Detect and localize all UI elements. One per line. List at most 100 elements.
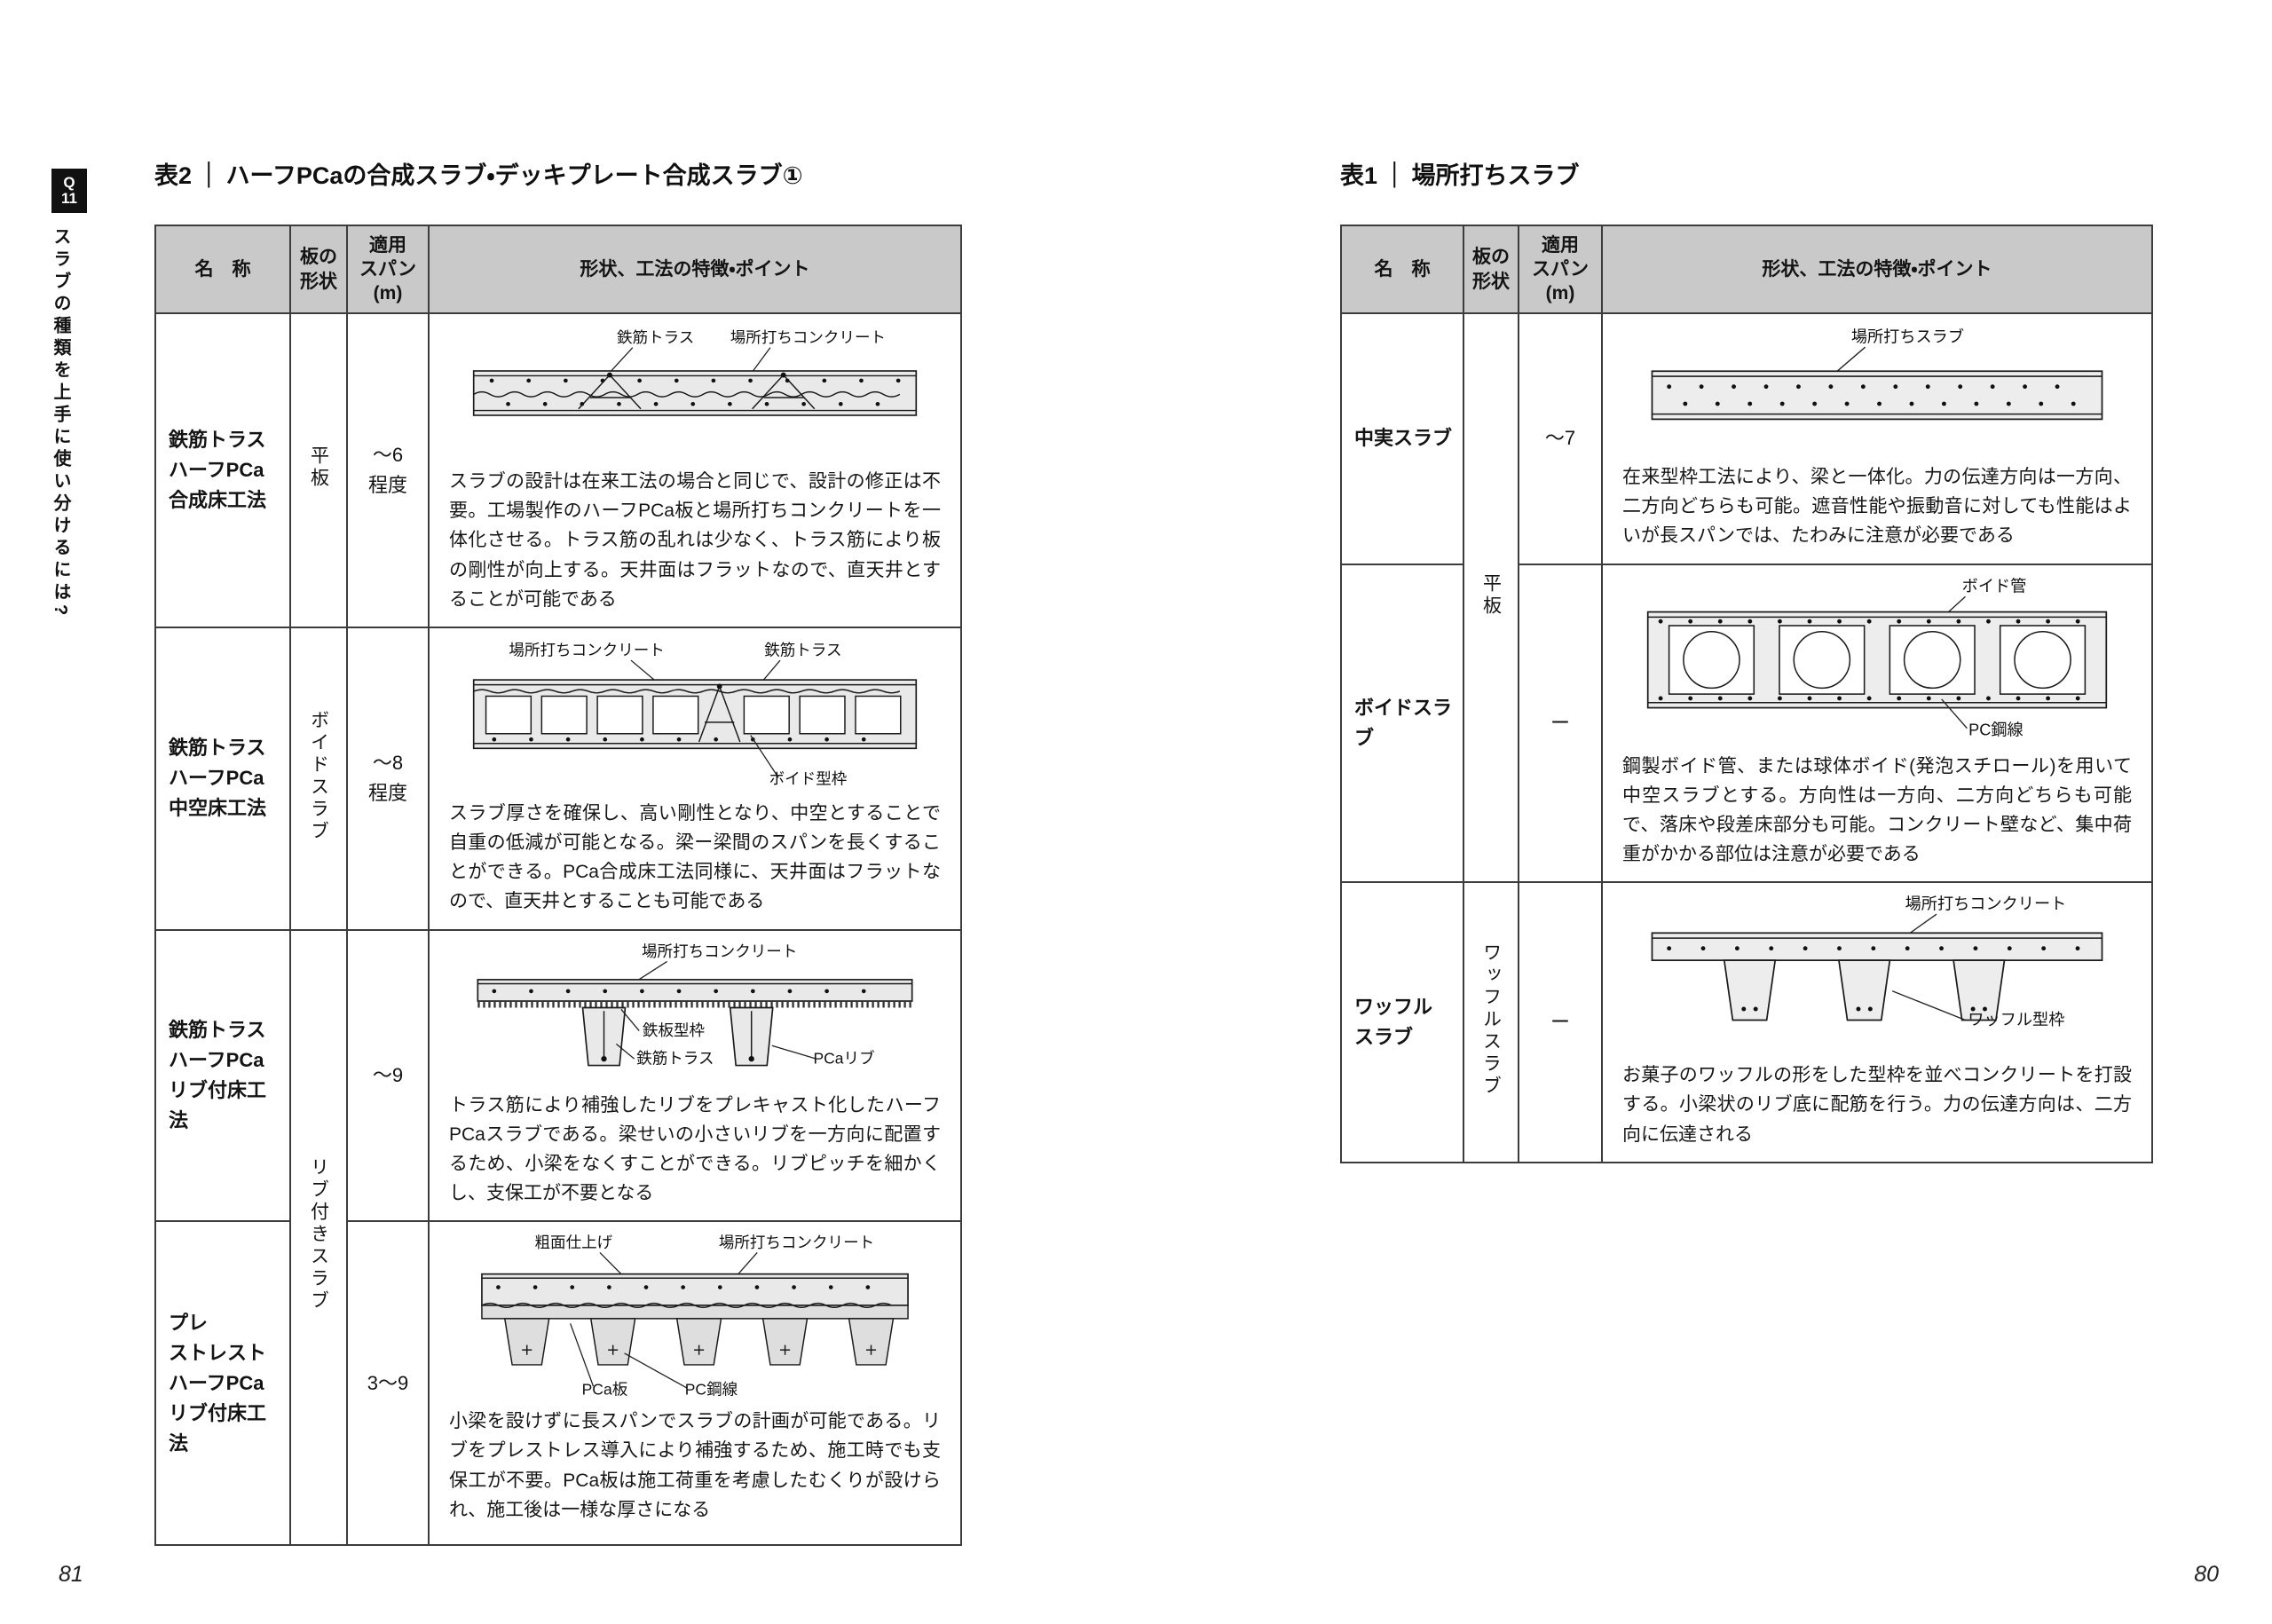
label-steel-truss: 鉄筋トラス (764, 641, 841, 658)
board-shape-cell: ワッフルスラブ (1463, 881, 1519, 1163)
right-table: 名 称 板の 形状 適用 スパン (m) 形状、工法の特徴・ポイント 中実スラブ… (1340, 225, 2153, 1163)
table-row: 鉄筋トラス ハーフPCa リブ付床工法 リブ付きスラブ 〜9 (154, 928, 962, 1547)
header-span: 適用 スパン (m) (346, 225, 430, 314)
features-text: スラブの設計は在来工法の場合と同じで、設計の修正は不要。工場製作のハーフPCa板… (449, 471, 941, 610)
span-value: 〜6 程度 (346, 312, 430, 628)
label-cast-slab: 場所打ちスラブ (1851, 327, 1964, 345)
label-void-tube: ボイド管 (1962, 578, 2027, 595)
table-header-row: 名 称 板の 形状 適用 スパン (m) 形状、工法の特徴・ポイント (154, 225, 962, 314)
question-badge-number: 11 (61, 190, 77, 207)
features-cell: ボイド管 PC鋼線 鋼製ボイド管、または球体ボイド(発泡スチロール)を用いて中空… (1601, 563, 2153, 884)
method-name: プレ ストレスト ハーフPCa リブ付床工法 (154, 1220, 291, 1547)
void-slab-diagram: 場所打ちコンクリート 鉄筋トラス ボイド型枠 (449, 641, 941, 792)
board-shape-cell: ボイドスラブ (289, 626, 348, 931)
header-features: 形状、工法の特徴・ポイント (1601, 225, 2153, 314)
board-shape-cell: 平板 (1463, 311, 1519, 884)
slab-section-drawing: 場所打ちコンクリート ワッフル型枠 (1651, 895, 2103, 1029)
features-cell: 場所打ちコンクリート 鉄板型枠 鉄筋トラス PCaリブ トラス筋により補強したリ… (428, 928, 962, 1223)
sidebar-vertical-title: スラブの種類を上手に使い分けるには? (51, 227, 70, 620)
header-shape: 板の 形状 (289, 225, 348, 314)
left-table-title: 表2 | ハーフPCaの合成スラブ・デッキプレート合成スラブ① (154, 156, 960, 191)
span-value: ー (1518, 563, 1603, 884)
method-name: ボイドスラブ (1340, 563, 1464, 884)
board-shape-text: リブ付きスラブ (308, 1157, 329, 1313)
table-title-divider: | (206, 157, 212, 189)
question-badge: Q 11 (51, 169, 87, 213)
label-cast-concrete: 場所打ちコンクリート (719, 1234, 874, 1251)
truss-composite-slab-diagram: 鉄筋トラス 場所打ちコンクリート (449, 327, 941, 460)
label-waffle-form: ワッフル型枠 (1968, 1011, 2064, 1029)
solid-slab-diagram: 場所打ちスラブ (1622, 327, 2132, 455)
method-name: 中実スラブ (1340, 312, 1464, 565)
label-steel-truss: 鉄筋トラス (617, 328, 694, 346)
features-cell: 鉄筋トラス 場所打ちコンクリート スラブの設計は在来工法の場合と同じで、設計の修… (428, 312, 962, 628)
features-text: スラブ厚さを確保し、高い剛性となり、中空とすることで自重の低減が可能となる。梁ー… (449, 802, 941, 912)
slab-section-drawing: 鉄筋トラス 場所打ちコンクリート (472, 328, 918, 416)
board-shape-text: 平板 (308, 445, 329, 491)
table-row: ワッフル スラブ ワッフルスラブ ー (1340, 881, 2153, 1163)
features-text: お菓子のワッフルの形をした型枠を並べコンクリートを打設する。小梁状のリブ底に配筋… (1622, 1065, 2132, 1145)
header-shape: 板の 形状 (1463, 225, 1519, 314)
features-text: 在来型枠工法により、梁と一体化。力の伝達方向は一方向、二方向どちらも可能。遮音性… (1622, 467, 2132, 547)
table-label: 表2 (154, 162, 193, 189)
right-table-section: 表1 | 場所打ちスラブ 名 称 板の 形状 適用 スパン (m) 形状、工法の… (1340, 156, 2153, 1163)
span-value: 〜7 (1518, 312, 1603, 565)
table-label: 表1 (1340, 162, 1378, 189)
label-cast-concrete: 場所打ちコンクリート (730, 328, 886, 346)
method-name: 鉄筋トラス ハーフPCa 中空床工法 (154, 626, 291, 931)
ribbed-slab-diagram: 場所打ちコンクリート 鉄板型枠 鉄筋トラス PCaリブ (449, 943, 941, 1084)
method-name: 鉄筋トラス ハーフPCa 合成床工法 (154, 312, 291, 628)
header-name: 名 称 (1340, 225, 1464, 314)
features-cell: 場所打ちコンクリート 鉄筋トラス ボイド型枠 スラブ厚さを確保し、高い剛性となり… (428, 626, 962, 931)
board-shape-cell: リブ付きスラブ (289, 928, 348, 1547)
method-name: 鉄筋トラス ハーフPCa リブ付床工法 (154, 928, 291, 1223)
header-span: 適用 スパン (m) (1518, 225, 1603, 314)
table-row: 鉄筋トラス ハーフPCa 合成床工法 平板 〜6 程度 (154, 312, 962, 628)
prestressed-rib-slab-diagram: 粗面仕上げ 場所打ちコンクリート PCa板 PC鋼線 (449, 1234, 941, 1399)
features-cell: 場所打ちコンクリート ワッフル型枠 お菓子のワッフルの形をした型枠を並べコンクリ… (1601, 881, 2153, 1163)
table-row: 中実スラブ 平板 〜7 場所打ちスラブ (1340, 311, 2153, 884)
slab-section-drawing: 粗面仕上げ 場所打ちコンクリート PCa板 PC鋼線 (481, 1234, 909, 1399)
right-table-title: 表1 | 場所打ちスラブ (1340, 156, 2151, 191)
board-shape-text: ワッフルスラブ (1480, 942, 1502, 1098)
table-row: プレ ストレスト ハーフPCa リブ付床工法 3〜9 (154, 1220, 962, 1547)
board-shape-text: ボイドスラブ (308, 709, 329, 843)
slab-section-drawing: 場所打ちスラブ (1651, 327, 2103, 421)
label-steel-deck-form: 鉄板型枠 (643, 1021, 705, 1039)
void-tube-slab-diagram: ボイド管 PC鋼線 (1622, 578, 2132, 745)
table-row: 鉄筋トラス ハーフPCa 中空床工法 ボイドスラブ 〜8 程度 (154, 626, 962, 931)
features-text: 小梁を設けずに長スパンでスラブの計画が可能である。リブをプレストレス導入により補… (449, 1411, 941, 1520)
waffle-slab-diagram: 場所打ちコンクリート ワッフル型枠 (1622, 895, 2132, 1053)
table-title-text: ハーフPCaの合成スラブ・デッキプレート合成スラブ① (225, 162, 803, 189)
label-steel-truss: 鉄筋トラス (636, 1049, 714, 1067)
span-value: 3〜9 (346, 1220, 430, 1547)
slab-section-drawing: ボイド管 PC鋼線 (1646, 578, 2108, 738)
slab-section-drawing: 場所打ちコンクリート 鉄板型枠 鉄筋トラス PCaリブ (477, 943, 913, 1067)
page-number-left: 81 (59, 1562, 83, 1587)
features-text: 鋼製ボイド管、または球体ボイド(発泡スチロール)を用いて中空スラブとする。方向性… (1622, 755, 2132, 865)
table-header-row: 名 称 板の 形状 適用 スパン (m) 形状、工法の特徴・ポイント (1340, 225, 2153, 314)
label-void-form: ボイド型枠 (769, 770, 848, 788)
page-number-right: 80 (2194, 1562, 2219, 1587)
label-rough-finish: 粗面仕上げ (535, 1234, 613, 1251)
table-title-text: 場所打ちスラブ (1411, 162, 1580, 189)
question-badge-q: Q (63, 174, 75, 192)
method-name: ワッフル スラブ (1340, 881, 1464, 1163)
features-cell: 粗面仕上げ 場所打ちコンクリート PCa板 PC鋼線 小梁を設けずに長スパンでス… (428, 1220, 962, 1547)
label-pca-rib: PCaリブ (813, 1049, 874, 1067)
label-cast-concrete: 場所打ちコンクリート (509, 641, 664, 658)
table-title-divider: | (1392, 157, 1398, 189)
label-cast-concrete: 場所打ちコンクリート (1905, 895, 2067, 912)
board-shape-cell: 平板 (289, 312, 348, 628)
features-cell: 場所打ちスラブ 在来型枠工法により、梁と一体化。力の伝達方向は一方向、二方向どち… (1601, 312, 2153, 565)
span-value: 〜8 程度 (346, 626, 430, 931)
label-cast-concrete: 場所打ちコンクリート (642, 943, 797, 960)
label-pc-strand: PC鋼線 (685, 1381, 738, 1399)
left-table-section: 表2 | ハーフPCaの合成スラブ・デッキプレート合成スラブ① 名 称 板の 形… (154, 156, 962, 1547)
slab-section-drawing: 場所打ちコンクリート 鉄筋トラス ボイド型枠 (472, 641, 918, 788)
header-features: 形状、工法の特徴・ポイント (428, 225, 962, 314)
board-shape-text: 平板 (1480, 573, 1502, 619)
header-name: 名 称 (154, 225, 291, 314)
label-pc-strand: PC鋼線 (1968, 720, 2024, 738)
